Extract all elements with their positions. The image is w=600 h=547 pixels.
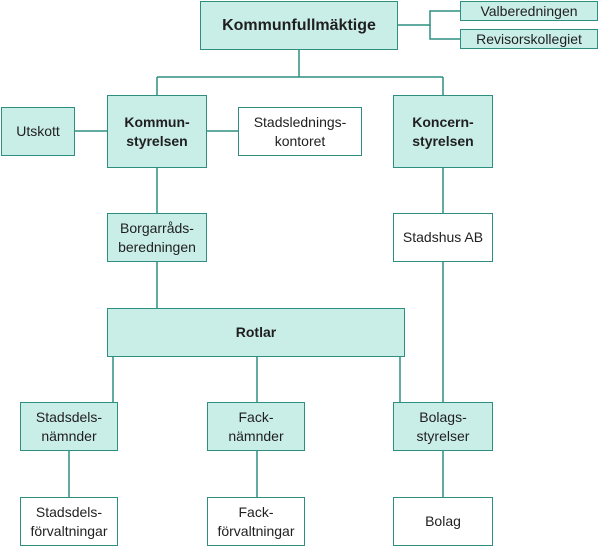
stadsledningskontoret-box: Stadslednings- kontoret [238,107,362,156]
bolag-box: Bolag [393,497,493,546]
utskott-label: Utskott [16,123,60,139]
stadsdelsnamnder-box: Stadsdels- nämnder [20,402,118,451]
kommunfullmaktige-label: Kommunfullmäktige [222,17,376,34]
fackforvaltningar-box: Fack- förvaltningar [207,497,305,546]
revisorskollegiet-label: Revisorskollegiet [476,30,582,47]
valberedningen-box: Valberedningen [460,1,598,21]
borgarradsberedningen-label: Borgarråds- beredningen [118,219,196,255]
stadsledningskontoret-label: Stadslednings- kontoret [253,113,347,149]
connector-kf-revisorskollegiet [429,25,460,40]
stadsdelsforvaltningar-label: Stadsdels- förvaltningar [30,503,108,539]
borgarradsberedningen-box: Borgarråds- beredningen [107,213,207,262]
rotlar-box: Rotlar [107,308,405,357]
koncernstyrelsen-box: Koncern- styrelsen [393,95,493,168]
revisorskollegiet-box: Revisorskollegiet [460,29,598,49]
stadsdelsnamnder-label: Stadsdels- nämnder [35,408,103,444]
valberedningen-label: Valberedningen [480,2,578,19]
fackforvaltningar-label: Fack- förvaltningar [217,503,295,539]
facknamnder-label: Fack- nämnder [228,408,284,444]
bolagsstyrelser-label: Bolags- styrelser [416,408,470,444]
bolagsstyrelser-box: Bolags- styrelser [393,402,493,451]
kommunstyrelsen-label: Kommun- styrelsen [124,113,190,149]
facknamnder-box: Fack- nämnder [207,402,305,451]
stadshus-ab-box: Stadshus AB [393,213,493,262]
stadshus-ab-label: Stadshus AB [402,229,484,245]
stadsdelsforvaltningar-box: Stadsdels- förvaltningar [20,497,118,546]
koncernstyrelsen-label: Koncern- styrelsen [412,113,474,149]
rotlar-label: Rotlar [235,324,277,340]
utskott-box: Utskott [1,107,75,156]
kommunstyrelsen-box: Kommun- styrelsen [107,95,207,168]
bolag-label: Bolag [425,513,461,529]
kommunfullmaktige-box: Kommunfullmäktige [200,1,398,50]
connector-kf-valberedningen [398,10,460,26]
